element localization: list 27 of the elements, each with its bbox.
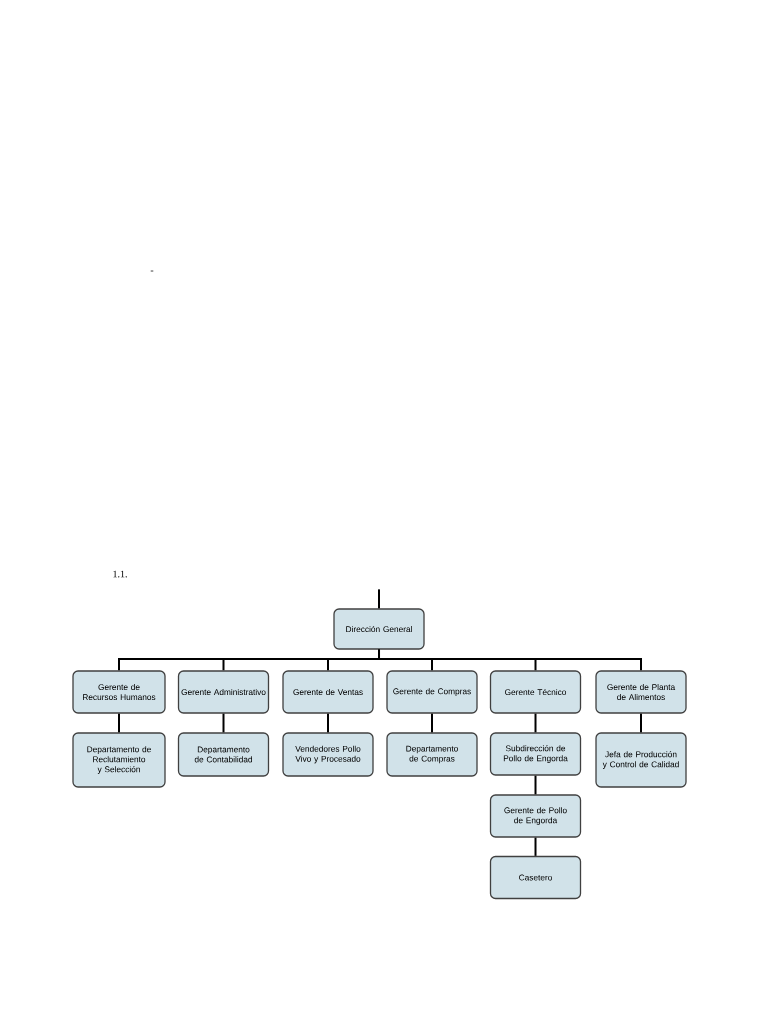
org-box: Jefa de Producción y Control de Calidad — [595, 732, 687, 788]
connector-line — [431, 712, 433, 734]
label-text: 1.1. — [113, 570, 127, 578]
org-box: Gerente Administrativo — [177, 670, 270, 714]
org-box: Departamento de Contabilidad — [177, 732, 270, 777]
label-text: - — [150, 270, 154, 272]
org-box: Gerente de Pollo de Engorda — [489, 794, 582, 838]
org-box: Departamento de Compras — [386, 732, 478, 777]
org-box: Subdirección de Pollo de Engorda — [489, 732, 582, 776]
connector-line — [378, 588, 380, 610]
connector-line — [640, 712, 642, 734]
connector-line — [118, 712, 120, 734]
org-box: Vendedores Pollo Vivo y Procesado — [282, 732, 374, 777]
org-box: Gerente Técnico — [489, 670, 582, 714]
org-box: Gerente de Compras — [386, 670, 478, 714]
org-box: Departamento de Reclutamiento y Selección — [72, 732, 166, 788]
org-box: Dirección General — [333, 608, 425, 650]
connector-line — [222, 712, 225, 734]
org-box: Gerente de Ventas — [282, 670, 374, 714]
connector-line — [534, 836, 537, 857]
connector-line — [327, 712, 329, 734]
connector-line — [378, 648, 642, 672]
org-box: Gerente de Planta de Alimentos — [595, 670, 687, 714]
org-box: Gerente de Recursos Humanos — [72, 670, 166, 714]
org-box: Casetero — [489, 855, 582, 900]
connector-line — [534, 712, 537, 734]
connector-line — [534, 774, 537, 796]
